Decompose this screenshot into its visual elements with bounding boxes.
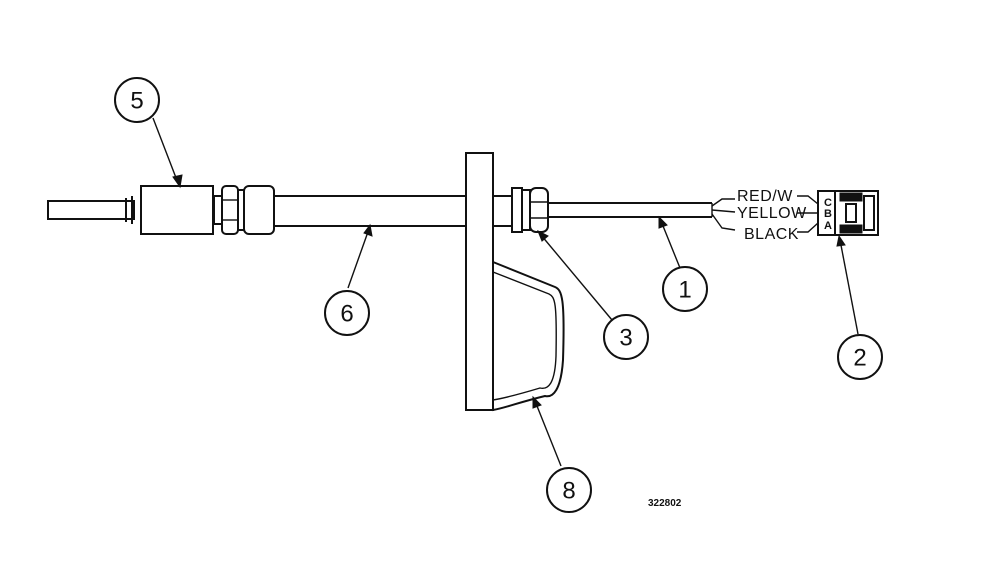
callout-8-label: 8: [562, 478, 575, 505]
compression-nut: [213, 185, 275, 235]
connector-part-2: [817, 190, 879, 236]
callout-6-label: 6: [340, 301, 353, 328]
mounting-plate: [465, 152, 494, 411]
callout-3-label: 3: [619, 325, 632, 352]
wire-label-red: RED/W: [737, 188, 793, 205]
wire-leads: [711, 195, 819, 233]
callout-2-label: 2: [853, 345, 866, 372]
callout-8: 8: [546, 467, 592, 513]
callout-5-label: 5: [130, 88, 143, 115]
probe-tip: [47, 196, 135, 224]
fitting-part-3: [511, 187, 549, 233]
callout-1: 1: [662, 266, 708, 312]
wire-label-yellow: YELLOW: [737, 205, 807, 222]
leader-lines: [152, 117, 859, 467]
drawing-number: 322802: [648, 498, 682, 509]
sleeve-part-5: [140, 185, 214, 235]
callout-6: 6: [324, 290, 370, 336]
connector-pin-c: C: [824, 197, 832, 209]
connector-pin-b: B: [824, 208, 832, 220]
callout-1-label: 1: [678, 277, 691, 304]
tube-short: [493, 195, 512, 227]
cable-part-1: [548, 202, 713, 218]
callout-5: 5: [114, 77, 160, 123]
boot-part-8: [492, 260, 565, 412]
callout-3: 3: [603, 314, 649, 360]
connector-pin-a: A: [824, 220, 832, 232]
tube-part-6: [274, 195, 466, 227]
callout-2: 2: [837, 334, 883, 380]
wire-label-black: BLACK: [744, 226, 799, 243]
